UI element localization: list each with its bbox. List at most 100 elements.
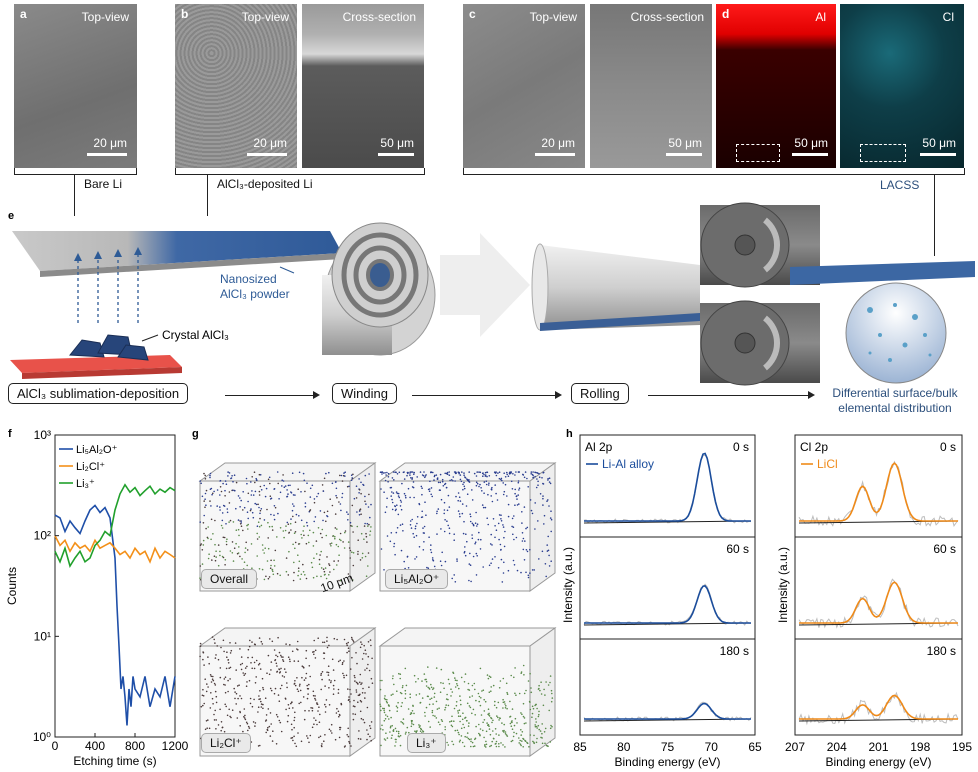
- point: [465, 533, 467, 535]
- point: [424, 678, 426, 681]
- point: [250, 481, 252, 483]
- point: [314, 657, 317, 659]
- point: [304, 502, 307, 504]
- point: [509, 715, 512, 718]
- point: [262, 686, 264, 689]
- point: [227, 471, 229, 473]
- cube-side: [349, 627, 376, 757]
- point: [527, 576, 530, 579]
- point: [550, 560, 552, 562]
- point: [282, 530, 285, 532]
- point: [474, 541, 477, 543]
- point: [480, 697, 482, 699]
- point: [503, 490, 506, 493]
- point: [272, 570, 274, 573]
- point: [546, 500, 548, 502]
- point: [380, 744, 382, 747]
- point: [267, 577, 270, 580]
- x-tick-label: 65: [748, 740, 762, 754]
- point: [440, 498, 443, 501]
- point: [517, 494, 519, 496]
- point: [550, 510, 552, 512]
- point: [221, 527, 224, 529]
- point: [311, 726, 314, 729]
- point: [550, 518, 553, 521]
- point: [238, 534, 240, 537]
- point: [302, 571, 305, 573]
- point: [502, 707, 504, 709]
- y-axis-label: Counts: [5, 567, 19, 605]
- point: [532, 476, 535, 479]
- y-axis-label: Intensity (a.u.): [561, 547, 575, 623]
- point: [271, 568, 274, 571]
- point: [244, 672, 247, 675]
- point: [392, 730, 394, 732]
- point: [220, 721, 223, 723]
- bracket-b: [175, 168, 425, 175]
- point: [335, 487, 338, 490]
- point: [494, 484, 497, 486]
- point: [247, 492, 250, 495]
- point: [441, 478, 444, 481]
- point: [432, 687, 435, 689]
- point: [297, 660, 300, 662]
- point: [332, 693, 335, 695]
- point: [494, 700, 496, 703]
- point: [302, 666, 305, 668]
- point: [279, 574, 281, 577]
- point: [433, 692, 436, 695]
- point: [419, 727, 422, 730]
- point: [354, 713, 357, 716]
- point: [428, 703, 431, 706]
- point: [456, 560, 458, 562]
- point: [414, 558, 416, 560]
- point: [307, 737, 309, 739]
- point: [505, 734, 508, 736]
- point: [479, 734, 481, 737]
- point: [360, 513, 362, 515]
- point: [351, 525, 353, 527]
- point: [243, 561, 246, 563]
- point: [448, 683, 451, 685]
- point: [480, 538, 482, 541]
- point: [277, 694, 280, 696]
- scale-bar: [920, 153, 956, 156]
- point: [371, 657, 373, 660]
- point: [227, 690, 229, 693]
- caption-alcl3-li: AlCl₃-deposited Li: [217, 177, 313, 191]
- point: [338, 554, 340, 556]
- point: [285, 570, 288, 573]
- point: [341, 663, 344, 666]
- point: [240, 520, 242, 522]
- point: [545, 744, 548, 747]
- point: [305, 542, 308, 545]
- point: [405, 731, 407, 734]
- point: [257, 521, 260, 523]
- point: [357, 553, 359, 555]
- point: [481, 490, 483, 492]
- point: [359, 681, 361, 684]
- point: [397, 730, 400, 733]
- point: [316, 723, 318, 726]
- point: [303, 534, 305, 537]
- point: [273, 488, 275, 490]
- point: [518, 471, 521, 473]
- point: [355, 689, 358, 691]
- point: [369, 725, 371, 727]
- point: [397, 735, 400, 737]
- point: [248, 727, 251, 729]
- point: [240, 499, 242, 502]
- point: [546, 544, 548, 546]
- point: [425, 706, 428, 709]
- point: [499, 717, 502, 720]
- point: [453, 533, 456, 535]
- point: [313, 557, 315, 559]
- point: [232, 560, 235, 562]
- point: [254, 725, 256, 727]
- point: [318, 736, 320, 739]
- point: [260, 508, 263, 510]
- point: [361, 658, 364, 660]
- point: [308, 665, 311, 667]
- point: [353, 699, 355, 702]
- point: [383, 719, 386, 722]
